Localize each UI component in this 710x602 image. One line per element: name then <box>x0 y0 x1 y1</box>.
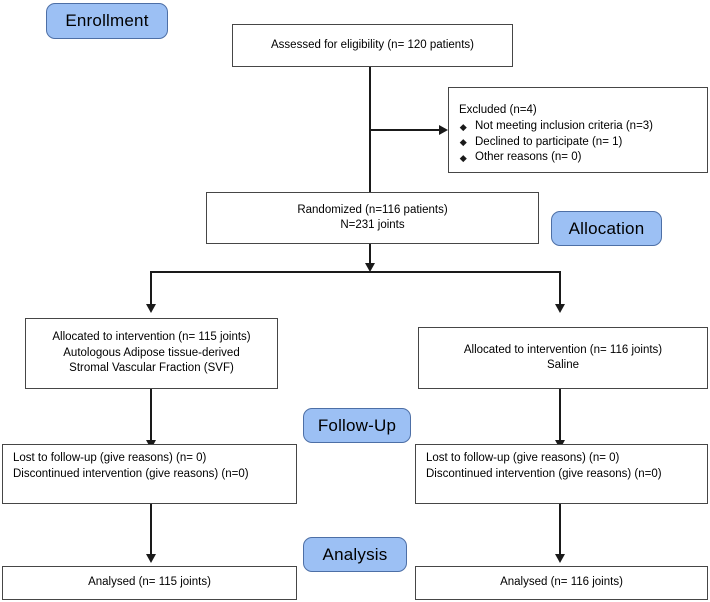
box-excluded-item-2-text: Declined to participate (n= 1) <box>475 135 623 148</box>
box-assessed-line-1: Assessed for eligibility (n= 120 patient… <box>271 38 474 51</box>
diamond-bullet-icon <box>460 123 467 130</box>
box-assessed-for-eligibility: Assessed for eligibility (n= 120 patient… <box>232 24 513 67</box>
box-randomized: Randomized (n=116 patients) N=231 joints <box>206 192 539 244</box>
stage-label-followup: Follow-Up <box>303 408 411 443</box>
connector-split-right-arrowhead <box>555 304 565 313</box>
connector-split-left-drop <box>150 271 152 307</box>
box-excluded-item-1-text: Not meeting inclusion criteria (n=3) <box>475 120 654 132</box>
connector-followupright-to-analysedright <box>559 504 561 557</box>
box-excluded-title: Excluded (n=4) <box>459 103 537 116</box>
box-allocated-left-line-1: Allocated to intervention (n= 115 joints… <box>52 331 251 344</box>
connector-randomized-stem-arrowhead <box>365 263 375 272</box>
box-allocated-left: Allocated to intervention (n= 115 joints… <box>25 318 278 389</box>
stage-label-enrollment-text: Enrollment <box>65 11 149 30</box>
stage-label-allocation-text: Allocation <box>568 218 645 238</box>
box-analysed-left-line-1: Analysed (n= 115 joints) <box>88 576 211 589</box>
connector-to-excluded-arrowhead <box>439 125 448 135</box>
box-allocated-right-line-2: Saline <box>547 359 579 371</box>
connector-allocleft-to-followupleft <box>150 389 152 443</box>
box-allocated-right: Allocated to intervention (n= 116 joints… <box>418 327 708 389</box>
stage-label-allocation: Allocation <box>551 211 662 246</box>
box-excluded-item-3-text: Other reasons (n= 0) <box>475 151 582 163</box>
stage-label-analysis: Analysis <box>303 537 407 572</box>
stage-label-enrollment: Enrollment <box>46 3 168 39</box>
box-followup-left: Lost to follow-up (give reasons) (n= 0) … <box>2 444 297 504</box>
connector-split-left-arrowhead <box>146 304 156 313</box>
box-followup-right: Lost to follow-up (give reasons) (n= 0) … <box>415 444 708 504</box>
diamond-bullet-icon <box>460 154 467 161</box>
box-excluded-item-3: Other reasons (n= 0) <box>459 150 581 166</box>
diamond-bullet-icon <box>460 139 467 146</box>
box-allocated-left-line-2: Autologous Adipose tissue-derived <box>63 346 240 359</box>
box-excluded-item-2: Declined to participate (n= 1) <box>459 135 622 151</box>
connector-randomized-stem <box>369 244 371 267</box>
box-randomized-line-1: Randomized (n=116 patients) <box>297 203 448 216</box>
box-randomized-line-2: N=231 joints <box>340 219 405 231</box>
connector-allocation-split-bar <box>150 271 561 273</box>
connector-followupright-to-analysedright-arrowhead <box>555 554 565 563</box>
box-analysed-right: Analysed (n= 116 joints) <box>415 566 708 600</box>
connector-to-excluded-line <box>370 129 440 131</box>
connector-assessed-to-randomized <box>369 66 371 192</box>
connector-followupleft-to-analysedleft-arrowhead <box>146 554 156 563</box>
box-excluded-item-1: Not meeting inclusion criteria (n=3) <box>459 119 653 135</box>
connector-allocright-to-followupright <box>559 389 561 443</box>
box-allocated-left-line-3: Stromal Vascular Fraction (SVF) <box>69 362 234 375</box>
box-followup-right-line-2: Discontinued intervention (give reasons)… <box>426 467 662 480</box>
connector-split-right-drop <box>559 271 561 307</box>
box-allocated-right-line-1: Allocated to intervention (n= 116 joints… <box>463 343 663 356</box>
box-analysed-left: Analysed (n= 115 joints) <box>2 566 297 600</box>
box-analysed-right-line-1: Analysed (n= 116 joints) <box>500 576 623 589</box>
box-excluded: Excluded (n=4) Not meeting inclusion cri… <box>448 87 708 173</box>
box-followup-left-line-1: Lost to follow-up (give reasons) (n= 0) <box>13 452 207 464</box>
stage-label-analysis-text: Analysis <box>322 544 388 564</box>
box-followup-left-line-2: Discontinued intervention (give reasons)… <box>13 467 249 480</box>
connector-followupleft-to-analysedleft <box>150 504 152 557</box>
stage-label-followup-text: Follow-Up <box>317 415 397 435</box>
box-followup-right-line-1: Lost to follow-up (give reasons) (n= 0) <box>426 452 620 464</box>
